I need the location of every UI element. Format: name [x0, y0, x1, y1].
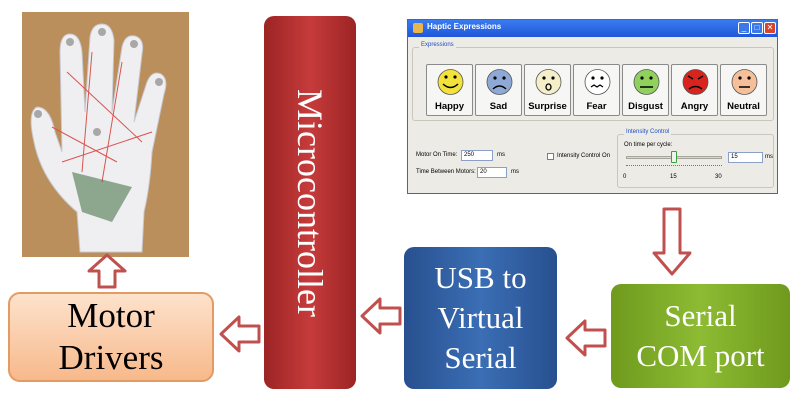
emotion-label: Surprise — [528, 101, 567, 112]
arrow-down-to-serial-port — [652, 207, 692, 276]
emotion-label: Angry — [680, 101, 709, 112]
minimize-button[interactable]: _ — [738, 22, 750, 34]
emotion-button-sad[interactable]: Sad — [475, 64, 522, 116]
emotion-label: Sad — [489, 101, 508, 112]
app-icon — [413, 23, 423, 33]
arrow-up-to-glove — [87, 253, 127, 289]
motor-on-time-input[interactable]: 250 — [461, 150, 493, 161]
disgust-face-icon — [633, 69, 660, 95]
motor-drivers-block: Motor Drivers — [8, 292, 214, 382]
time-between-motors-input[interactable]: 20 — [477, 167, 507, 178]
on-time-slider-thumb[interactable] — [671, 151, 677, 163]
emotion-label: Disgust — [628, 101, 663, 112]
fear-face-icon — [584, 69, 611, 95]
glove-photo — [22, 12, 189, 257]
angry-face-icon — [682, 69, 709, 95]
slider-tick-marks — [626, 165, 722, 168]
emotion-label: Neutral — [727, 101, 760, 112]
maximize-button[interactable]: □ — [751, 22, 763, 34]
time-between-motors-label: Time Between Motors: — [416, 169, 476, 175]
intensity-group-label: Intensity Control — [624, 129, 672, 135]
sad-face-icon — [486, 69, 513, 95]
expressions-group: Expressions — [412, 42, 774, 121]
close-button[interactable]: ✕ — [764, 22, 776, 34]
emotion-label: Happy — [434, 101, 465, 112]
motor-on-time-unit: ms — [497, 152, 505, 158]
neutral-face-icon — [731, 69, 758, 95]
motor-drivers-label: Motor Drivers — [58, 296, 164, 377]
emotion-button-neutral[interactable]: Neutral — [720, 64, 767, 116]
haptic-expressions-window: Haptic Expressions _ □ ✕ Expressions Hap… — [407, 19, 778, 194]
slider-tick-max: 30 — [715, 174, 722, 180]
intensity-control-checkbox[interactable] — [547, 153, 554, 160]
arrow-left-to-motor-drivers — [219, 315, 261, 353]
window-titlebar: Haptic Expressions _ □ ✕ — [408, 20, 777, 37]
surprise-face-icon — [535, 69, 562, 95]
serial-com-port-block: Serial COM port — [611, 284, 790, 388]
microcontroller-block: Microcontroller — [264, 16, 356, 389]
emotion-button-angry[interactable]: Angry — [671, 64, 718, 116]
motor-on-time-label: Motor On Time: — [416, 152, 458, 158]
happy-face-icon — [437, 69, 464, 95]
on-time-value-input[interactable]: 15 — [728, 152, 763, 163]
usb-virtual-serial-label: USB to Virtual Serial — [434, 260, 527, 375]
emotion-button-surprise[interactable]: Surprise — [524, 64, 571, 116]
window-title: Haptic Expressions — [427, 22, 502, 31]
intensity-control-group: Intensity Control — [617, 129, 774, 188]
emotion-label: Fear — [586, 101, 607, 112]
slider-tick-mid: 15 — [670, 174, 677, 180]
arrow-left-to-usb — [565, 319, 607, 357]
on-time-unit: ms — [765, 154, 773, 160]
emotion-button-happy[interactable]: Happy — [426, 64, 473, 116]
slider-tick-min: 0 — [623, 174, 627, 180]
emotion-button-disgust[interactable]: Disgust — [622, 64, 669, 116]
microcontroller-label: Microcontroller — [290, 88, 331, 317]
on-time-per-cycle-label: On time per cycle: — [624, 142, 673, 148]
arrow-left-to-microcontroller — [360, 297, 402, 335]
expressions-group-label: Expressions — [419, 42, 456, 48]
emotion-button-fear[interactable]: Fear — [573, 64, 620, 116]
usb-virtual-serial-block: USB to Virtual Serial — [404, 247, 557, 389]
time-between-motors-unit: ms — [511, 169, 519, 175]
intensity-checkbox-label: Intensity Control On — [557, 153, 611, 159]
serial-com-port-label: Serial COM port — [636, 298, 765, 373]
